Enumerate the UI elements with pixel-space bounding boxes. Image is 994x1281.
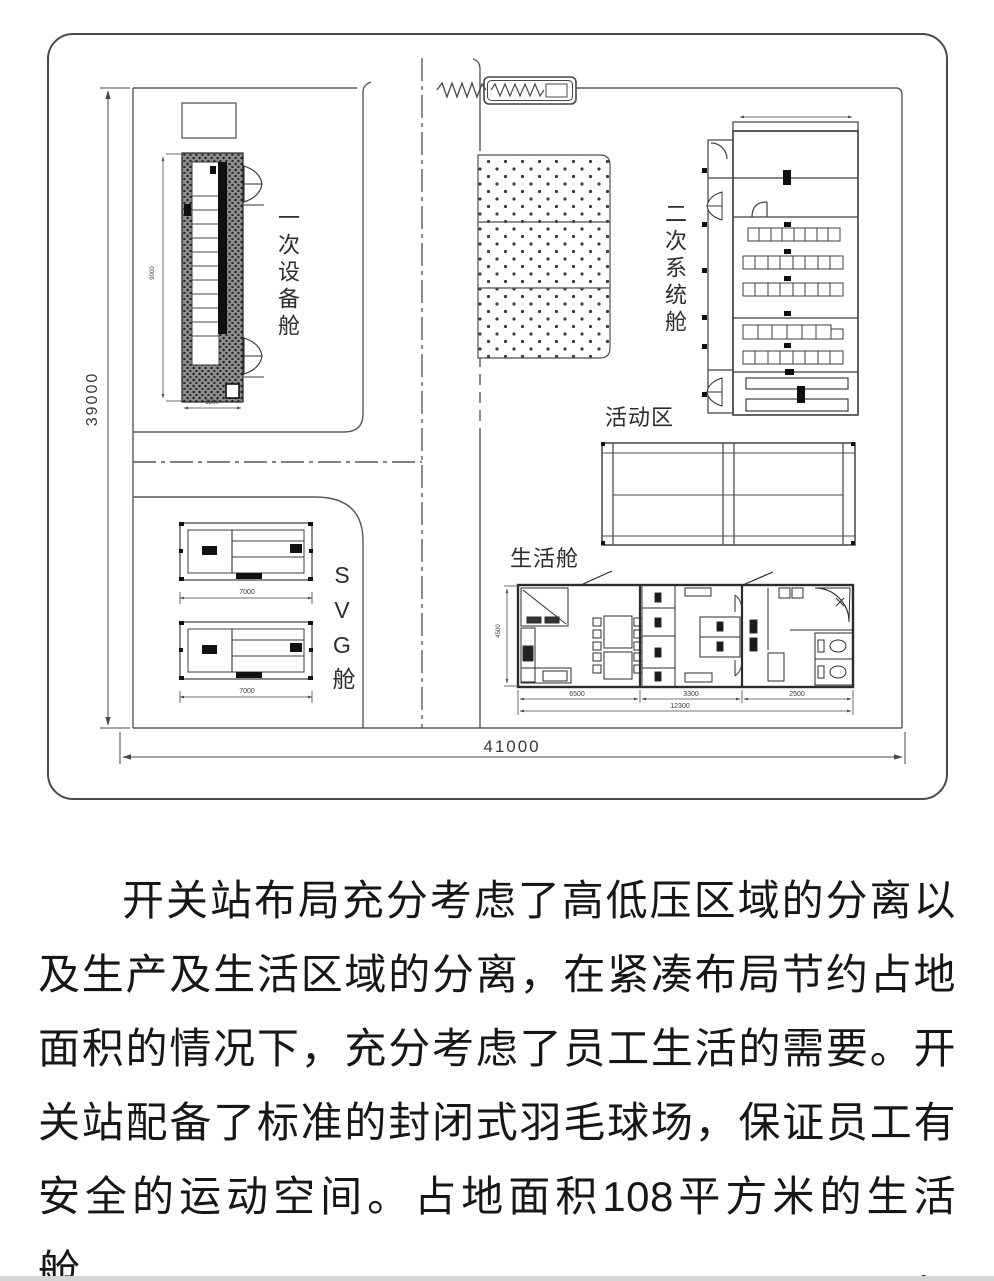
badminton-court: [601, 442, 856, 546]
dim-living-seg-2: 3300: [683, 691, 699, 698]
svg-cabins-plan: [179, 522, 313, 703]
bottom-edge-strip: [0, 1276, 994, 1281]
dotted-ground-area: [477, 154, 611, 359]
dim-living-total: 12300: [670, 703, 690, 710]
paragraph-line: 及生产及生活区域的分离，在紧凑布局节约占地: [38, 951, 956, 998]
paragraph-line: 安全的运动空间。占地面积108平方米的生活舱，: [38, 1173, 956, 1281]
site-plan-drawing: [100, 58, 906, 764]
entrance-gate-symbol: [436, 76, 577, 105]
dim-living-height: 4500: [496, 624, 502, 638]
dim-living-seg-3: 2500: [789, 691, 805, 698]
label-living-cabin: 生活舱: [510, 546, 580, 571]
label-svg-cabin: SVG舱: [329, 562, 355, 699]
dim-primary-cabin-height: 9000: [150, 266, 156, 280]
dim-site-height: 39000: [84, 371, 101, 427]
primary-equipment-cabin-plan: [161, 102, 264, 410]
label-primary-equipment-cabin: 一次设备舱: [275, 206, 300, 341]
living-cabin-plan: [504, 570, 855, 715]
paragraph-line: 关站配备了标准的封闭式羽毛球场，保证员工有: [38, 1099, 956, 1146]
dim-svg-cabin-1: 7000: [239, 589, 255, 596]
dim-svg-cabin-2: 7000: [239, 688, 255, 695]
label-secondary-system-cabin: 二次系统舱: [662, 202, 687, 337]
secondary-system-cabin-plan: [702, 115, 859, 416]
label-activity-area: 活动区: [605, 405, 675, 430]
paragraph-line: 开关站布局充分考虑了高低压区域的分离以: [122, 877, 956, 924]
dim-living-seg-1: 6500: [569, 691, 585, 698]
description-paragraph: 开关站布局充分考虑了高低压区域的分离以 及生产及生活区域的分离，在紧凑布局节约占…: [0, 864, 994, 1281]
dim-primary-cabin-width: 5300: [205, 400, 219, 406]
overall-dimensions: [100, 87, 906, 764]
dim-site-width: 41000: [483, 737, 541, 756]
paragraph-line: 面积的情况下，充分考虑了员工生活的需要。开: [38, 1025, 956, 1072]
